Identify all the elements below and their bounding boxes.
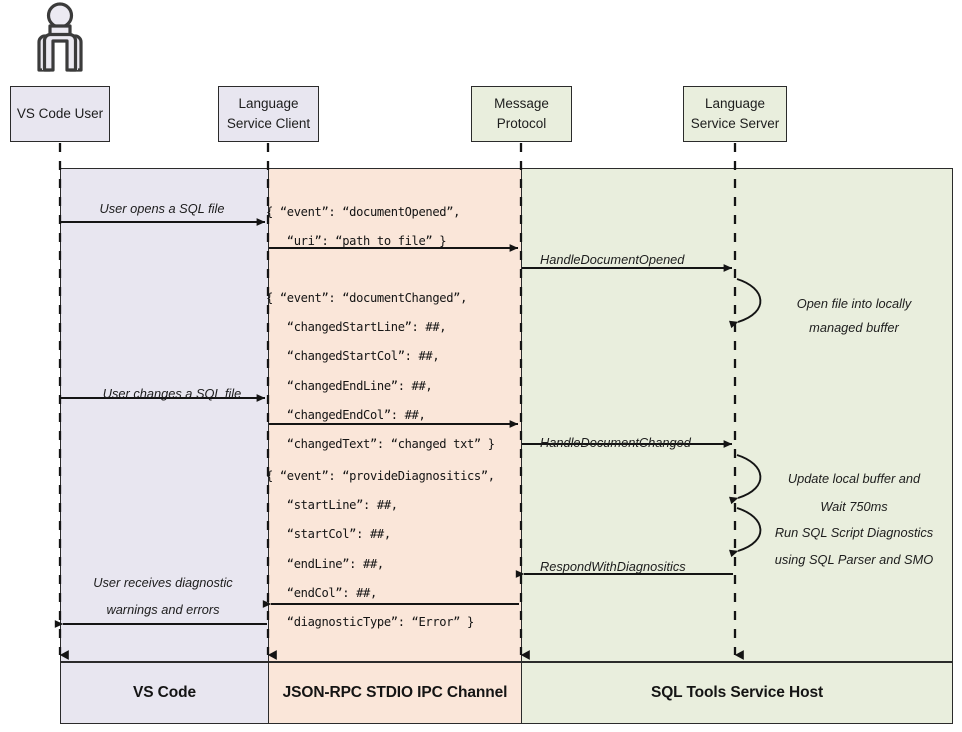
person-icon <box>37 2 83 72</box>
lifeline-label-line2: Service Client <box>226 115 311 131</box>
label-update-buffer-wait-line2: Wait 750ms <box>820 499 888 514</box>
label-handle-document-opened: HandleDocumentOpened <box>540 252 685 267</box>
label-user-receives-diagnostics-line2: warnings and errors <box>106 602 220 617</box>
payload-document-changed: { “event”: “documentChanged”, “changedSt… <box>266 291 495 452</box>
footer-label: SQL Tools Service Host <box>650 684 824 701</box>
label-open-file-buffer-line2: managed buffer <box>809 320 899 335</box>
lifeline-label-line1: Message <box>494 96 549 112</box>
footer-ipc-channel: JSON-RPC STDIO IPC Channel <box>268 662 522 724</box>
lifeline-label-line1: Language <box>704 96 766 112</box>
band-vs-code <box>60 168 269 662</box>
payload-document-opened: { “event”: “documentOpened”, “uri”: “pat… <box>266 205 461 249</box>
band-ipc-channel <box>268 168 522 662</box>
lifeline-label-line2: Service Server <box>690 115 780 131</box>
selfloop-open-file-buffer <box>729 278 762 329</box>
lifeline-head-vs-code-user[interactable]: VS Code User <box>10 86 110 142</box>
lifeline-head-language-service-client[interactable]: Language Service Client <box>218 86 319 142</box>
label-run-sql-diagnostics-line1: Run SQL Script Diagnostics <box>774 525 934 540</box>
label-open-file-buffer-line1: Open file into locally <box>796 296 912 311</box>
footer-vs-code: VS Code <box>60 662 269 724</box>
footer-service-host: SQL Tools Service Host <box>521 662 953 724</box>
lifeline-label: VS Code User <box>16 105 104 121</box>
payload-provide-diagnostics: { “event”: “provideDiagnositics”, “start… <box>266 469 495 630</box>
lifeline-label-line2: Protocol <box>496 115 547 131</box>
label-user-receives-diagnostics-line1: User receives diagnostic <box>93 575 233 590</box>
lifeline-head-message-protocol[interactable]: Message Protocol <box>471 86 572 142</box>
label-handle-document-changed: HandleDocumentChanged <box>540 435 691 450</box>
label-user-changes-sql-file: User changes a SQL file <box>102 386 242 401</box>
footer-label: VS Code <box>132 684 197 701</box>
label-respond-with-diagnostics: RespondWithDiagnositics <box>540 559 686 574</box>
footer-label: JSON-RPC STDIO IPC Channel <box>282 684 508 701</box>
band-service-host <box>521 168 953 662</box>
lifeline-head-language-service-server[interactable]: Language Service Server <box>683 86 787 142</box>
label-user-opens-sql-file: User opens a SQL file <box>99 201 225 216</box>
label-run-sql-diagnostics-line2: using SQL Parser and SMO <box>774 552 934 567</box>
lifeline-label-line1: Language <box>238 96 299 112</box>
label-update-buffer-wait-line1: Update local buffer and <box>787 471 921 486</box>
selfloop-run-sql-diagnostics <box>729 507 762 558</box>
selfloop-update-buffer-wait <box>729 454 762 505</box>
